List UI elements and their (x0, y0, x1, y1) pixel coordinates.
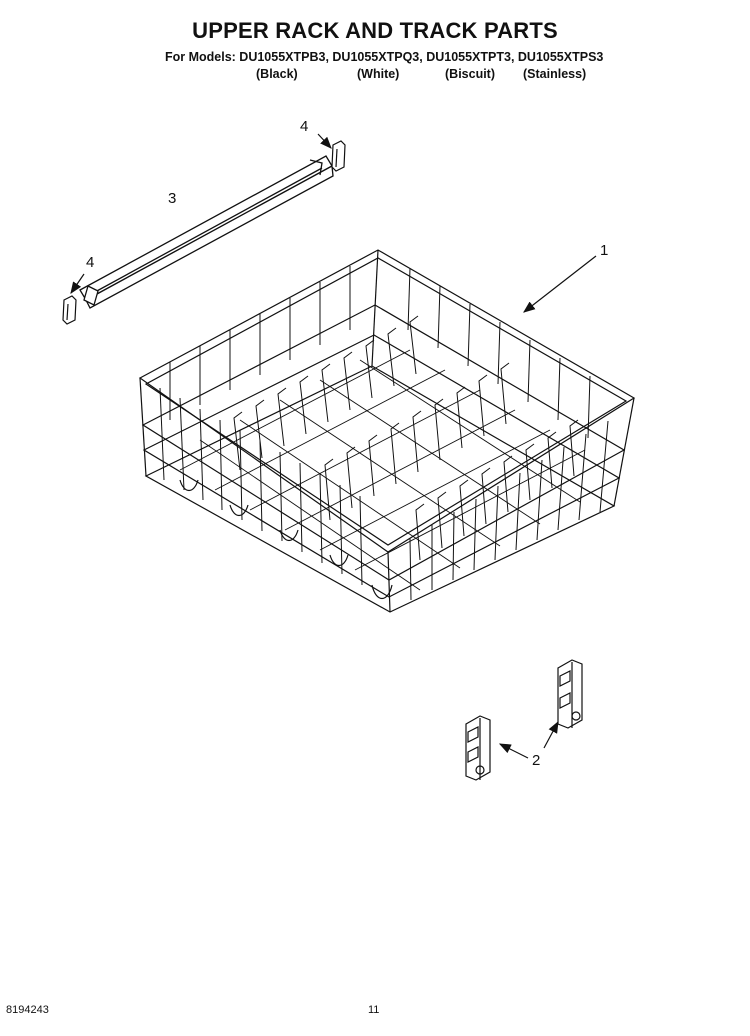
leader-lines (70, 133, 597, 759)
page-number: 11 (368, 1004, 380, 1016)
doc-number: 8194243 (6, 1004, 49, 1016)
track-rail-drawing (79, 155, 334, 309)
variant-stainless: (Stainless) (523, 67, 587, 81)
callout-4-end-cap-left: 4 (86, 254, 95, 271)
end-cap-left-drawing (62, 295, 77, 325)
end-cap-top-drawing (331, 140, 346, 172)
callout-2-stop-clips: 2 (532, 752, 541, 769)
stop-clip-lower-drawing (465, 715, 491, 781)
variant-biscuit: (Biscuit) (445, 67, 495, 81)
upper-rack-drawing (138, 249, 636, 613)
callout-3-track: 3 (168, 190, 177, 207)
models-line: For Models: DU1055XTPB3, DU1055XTPQ3, DU… (165, 50, 604, 64)
page-title: UPPER RACK AND TRACK PARTS (192, 18, 558, 43)
callout-1-rack: 1 (600, 242, 609, 259)
variant-white: (White) (357, 67, 400, 81)
stop-clip-upper-drawing (557, 659, 583, 729)
variant-black: (Black) (256, 67, 298, 81)
callout-4-end-cap-top: 4 (300, 118, 309, 135)
